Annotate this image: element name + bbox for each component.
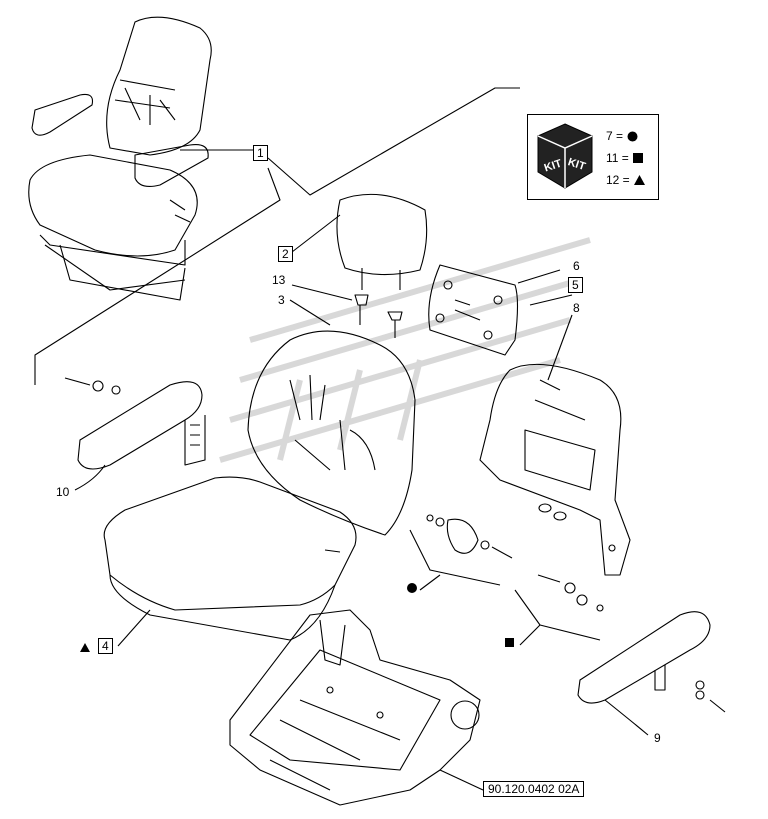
seat-base-frame [229,609,481,806]
headrest [336,193,428,290]
complete-seat-assembly [28,16,212,301]
callout-6: 6 [573,259,580,273]
back-plate [428,264,519,356]
callout-9: 9 [654,731,661,745]
right-armrest [577,611,711,704]
kit-row-label: 12 = [606,173,630,187]
callout-4: 4 [98,638,113,654]
callout-2: 2 [278,246,293,262]
left-armrest [77,381,206,470]
circle-kit-marker [407,583,417,593]
triangle-symbol-icon [633,175,645,185]
square-kit-fasteners [537,574,604,612]
triangle-kit-marker [80,643,90,652]
callout-3: 3 [278,293,285,307]
kit-label-left: KIT [543,158,564,175]
circle-kit-fasteners [426,514,513,559]
armrest-fasteners-right [695,680,726,713]
armrest-fasteners-left [64,377,121,395]
callout-1: 1 [253,145,268,161]
callout-8: 8 [573,301,580,315]
kit-symbols-on-diagram [80,583,514,652]
circle-symbol-icon [627,131,638,141]
callout-10: 10 [56,485,70,499]
kit-row-label: 7 = [606,129,624,143]
rivet-parts [354,294,403,338]
kit-box-icon: KIT KIT [537,123,593,189]
seat-cushion [103,476,357,641]
reference-code: 90.120.0402 02A [483,781,585,797]
backrest-cushion [247,330,416,536]
square-symbol-icon [632,153,643,163]
back-frame [479,363,631,576]
kit-row-circle: 7 = [606,129,638,143]
callout-13: 13 [272,273,286,287]
kit-row-triangle: 12 = [606,173,645,187]
kit-legend: KIT KIT 7 = 11 = 12 = [527,114,659,200]
watermark-logo [219,237,591,463]
kit-row-label: 11 = [606,151,629,165]
square-kit-marker [505,638,514,647]
kit-label-right: KIT [566,156,587,173]
callout-5: 5 [568,277,583,293]
kit-row-square: 11 = [606,151,643,165]
